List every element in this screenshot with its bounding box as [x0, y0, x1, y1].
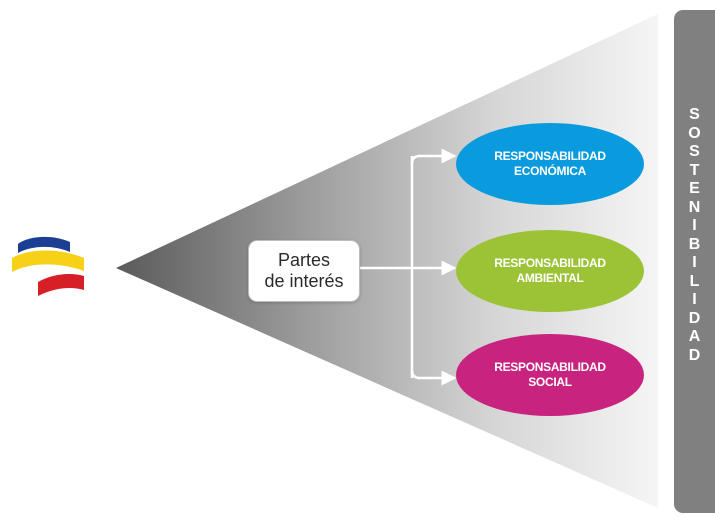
- sustainability-letter: E: [689, 180, 700, 197]
- stakeholders-label-line-2: de interés: [264, 271, 344, 291]
- environmental-responsibility-line-1: RESPONSABILIDAD: [494, 256, 606, 270]
- connector-lines: [360, 148, 457, 386]
- sustainability-letter: S: [689, 106, 700, 123]
- sustainability-letter: T: [689, 161, 700, 179]
- sustainability-letter: I: [692, 291, 697, 308]
- economic-responsibility-ellipse: RESPONSABILIDAD ECONÓMICA: [456, 123, 644, 205]
- sustainability-letter: A: [688, 328, 701, 345]
- social-responsibility-line-1: RESPONSABILIDAD: [494, 360, 606, 374]
- sustainability-letter: L: [689, 272, 700, 290]
- logo-blue-stripe: [18, 236, 70, 253]
- sustainability-letter: D: [688, 309, 701, 327]
- sustainability-letter: B: [688, 235, 701, 253]
- social-responsibility-line-2: SOCIAL: [528, 375, 572, 389]
- logo-yellow-stripe: [12, 250, 84, 272]
- economic-responsibility-line-1: RESPONSABILIDAD: [494, 149, 606, 163]
- sustainability-letter: D: [688, 346, 701, 364]
- sustainability-letter: O: [688, 124, 701, 142]
- sustainability-letter: S: [689, 143, 700, 160]
- sustainability-letter: I: [692, 254, 697, 271]
- logo-red-stripe: [38, 274, 84, 296]
- environmental-responsibility-ellipse: RESPONSABILIDAD AMBIENTAL: [456, 230, 644, 312]
- economic-responsibility-line-2: ECONÓMICA: [514, 164, 586, 178]
- environmental-responsibility-line-2: AMBIENTAL: [516, 271, 584, 285]
- stakeholders-label-line-1: Partes: [277, 250, 331, 270]
- stakeholders-box: Partes de interés: [248, 240, 360, 302]
- sustainability-letter: I: [692, 217, 697, 234]
- sustainability-letter: N: [688, 198, 701, 216]
- company-logo: [12, 236, 84, 296]
- social-responsibility-ellipse: RESPONSABILIDAD SOCIAL: [456, 334, 644, 416]
